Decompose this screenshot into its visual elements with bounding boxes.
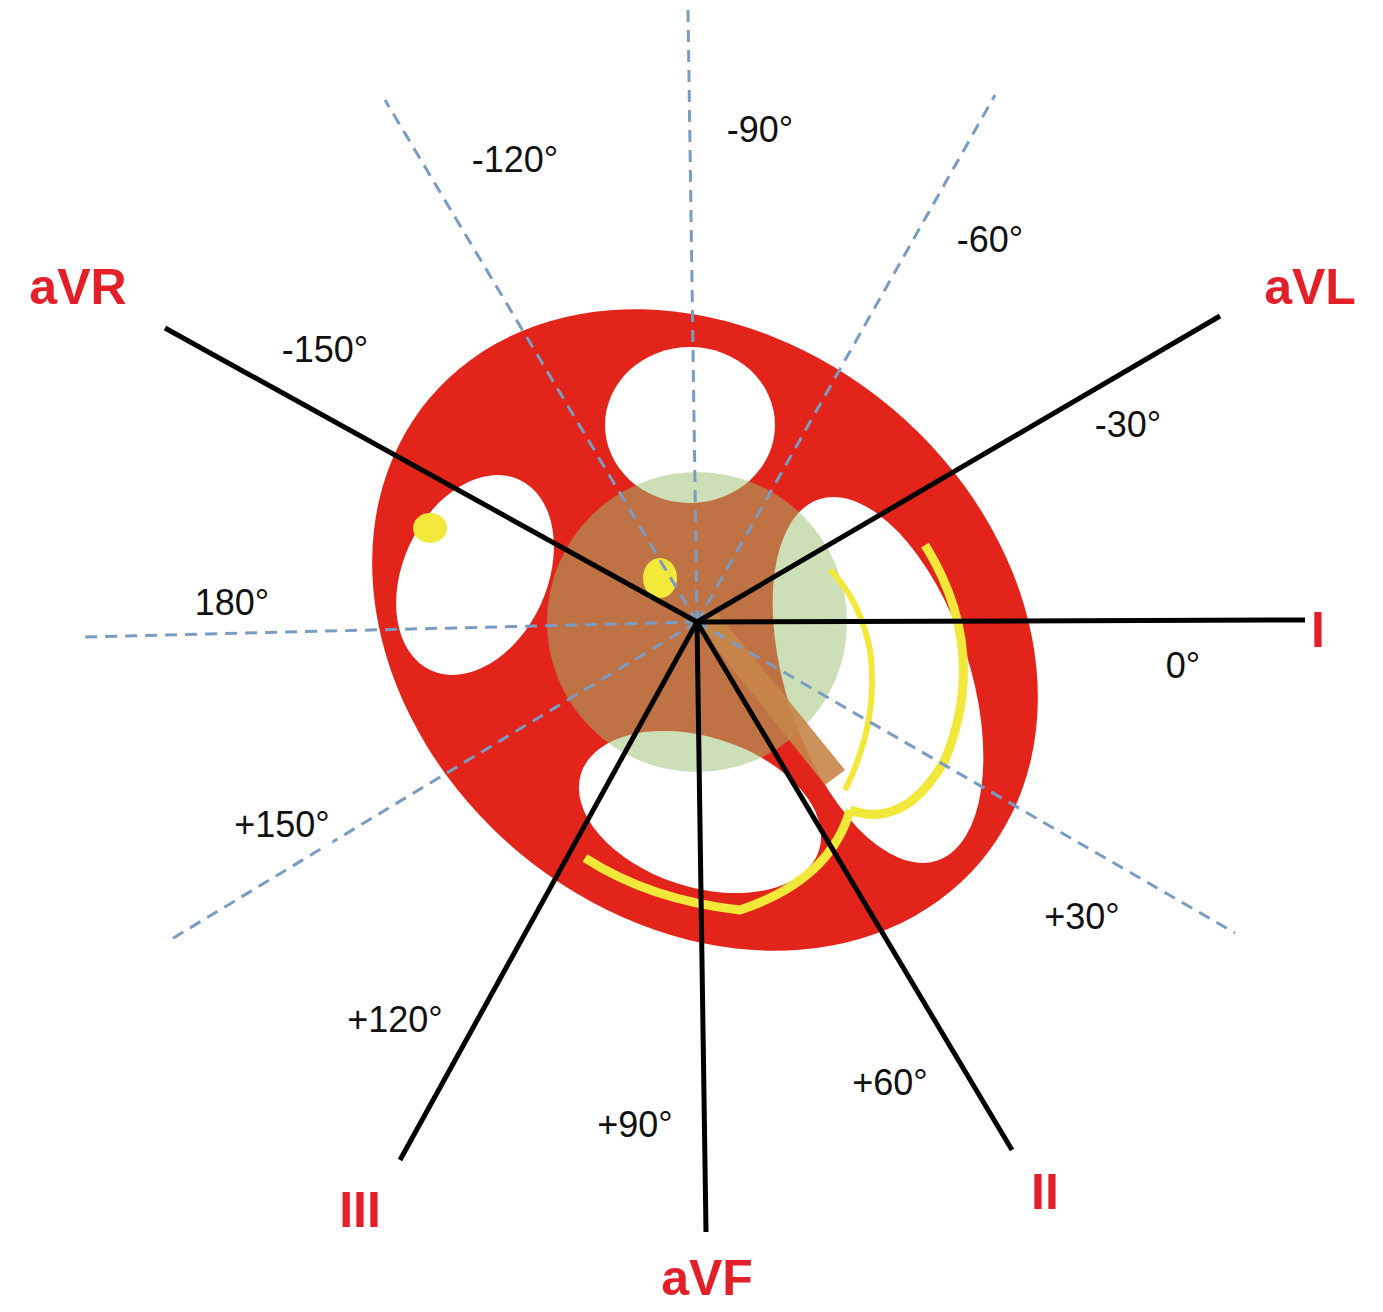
angle-label: +90° (594, 1104, 675, 1146)
axis-line (688, 10, 697, 622)
angle-label: +60° (849, 1062, 930, 1104)
lead-axes (165, 316, 1305, 1232)
lead-name: I (1308, 602, 1328, 659)
left-bundle-branch (850, 545, 963, 814)
angle-label: +120° (344, 999, 445, 1041)
lead-axis (697, 620, 1305, 622)
lead-axis (697, 622, 706, 1232)
heart (243, 176, 1167, 1083)
bundle-of-his (690, 610, 845, 785)
lead-axis (697, 622, 1012, 1150)
axis-line (697, 95, 995, 622)
right-atrium-chamber (365, 449, 584, 700)
lead-axis (165, 328, 697, 622)
lead-name: aVL (1261, 259, 1359, 316)
angle-label: 180° (192, 582, 272, 624)
axis-line (85, 622, 697, 637)
angle-label: -150° (279, 329, 371, 371)
heart-outline (243, 176, 1167, 1083)
intermediate-axes (85, 10, 1235, 940)
fascicle (830, 570, 872, 790)
angle-label: -120° (469, 139, 561, 181)
lead-axis (697, 316, 1220, 622)
axis-line (170, 622, 697, 940)
lead-name: III (336, 1182, 384, 1239)
axis-line (385, 100, 697, 622)
angle-label: 0° (1163, 645, 1203, 687)
right-bundle-branch (585, 810, 850, 910)
angle-label: +30° (1041, 896, 1122, 938)
angle-label: -90° (724, 109, 796, 151)
lead-name: II (1028, 1164, 1062, 1221)
lead-name: aVF (658, 1250, 756, 1307)
lead-axis (400, 622, 697, 1160)
sa-node (413, 513, 447, 543)
lead-name: aVR (26, 259, 129, 316)
angle-label: -60° (954, 219, 1026, 261)
axis-line (697, 622, 1235, 933)
angle-label: +150° (231, 804, 332, 846)
angle-label: -30° (1092, 404, 1164, 446)
